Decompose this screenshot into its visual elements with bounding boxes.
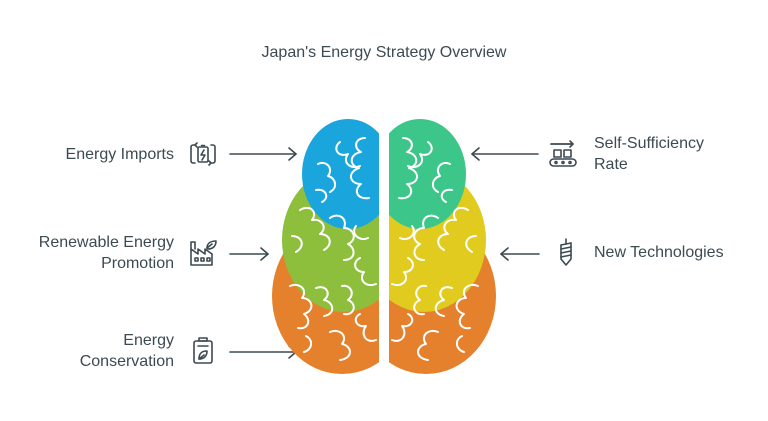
label-line: Conservation [79, 353, 174, 370]
drill-icon [560, 238, 572, 266]
left-blue-lobe [302, 119, 379, 229]
label-line: Energy Imports [65, 146, 174, 163]
arrow-self-sufficiency [471, 147, 539, 161]
diagram-title: Japan's Energy Strategy Overview [261, 44, 507, 61]
right-teal-lobe [389, 119, 466, 229]
label-new-technologies: New Technologies [594, 242, 724, 263]
label-line: New Technologies [594, 244, 724, 261]
arrow-renewable-energy [229, 247, 269, 261]
brain-diagram [272, 119, 496, 374]
label-line: Promotion [101, 255, 174, 272]
arrow-energy-imports [229, 147, 297, 161]
label-line: Energy [123, 332, 174, 349]
label-energy-imports: Energy Imports [66, 144, 174, 165]
factory-leaf-icon [190, 240, 217, 266]
battery-leaf-icon [193, 337, 213, 364]
conveyor-icon [549, 140, 577, 167]
label-line: Rate [594, 156, 628, 173]
label-renewable-energy-promotion: Renewable Energy Promotion [39, 232, 174, 274]
brain-folds [289, 137, 479, 361]
label-line: Self-Sufficiency [594, 135, 704, 152]
label-energy-conservation: Energy Conservation [80, 330, 174, 372]
battery-exchange-icon [190, 142, 216, 166]
label-self-sufficiency-rate: Self-Sufficiency Rate [594, 133, 704, 175]
label-line: Renewable Energy [38, 234, 174, 251]
arrow-new-technologies [500, 247, 540, 261]
